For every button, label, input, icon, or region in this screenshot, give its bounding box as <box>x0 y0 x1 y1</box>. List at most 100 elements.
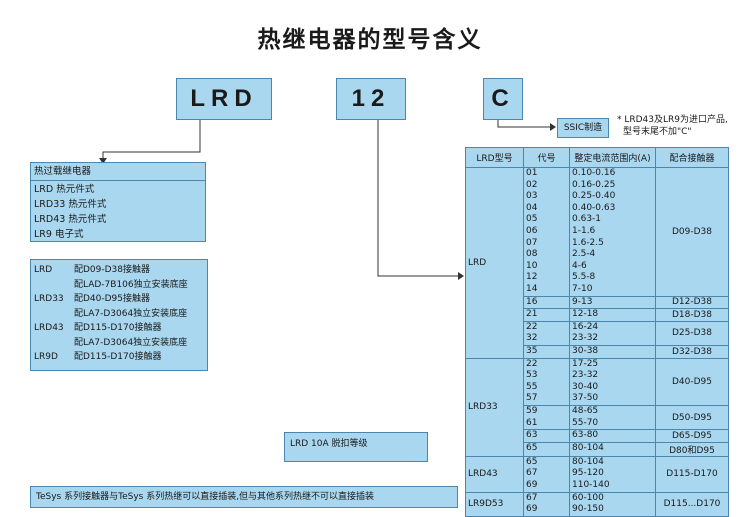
table-cell-range-value: 2.5-4 <box>572 249 596 260</box>
type-box: 热过载继电器 LRD 热元件式 LRD33 热元件式 LRD43 热元件式 LR… <box>30 162 206 242</box>
table-cell-range-value: 0.40-0.63 <box>572 202 616 213</box>
match-desc: 配D115-D170接触器 <box>74 323 162 333</box>
table-cell-code-value: 04 <box>526 202 538 213</box>
table-cell-contactor: D18-D38 <box>655 308 729 322</box>
table-cell-range-value: 1-1.6 <box>572 226 596 236</box>
table-cell-contactor: D65-D95 <box>655 429 729 443</box>
table-cell-model: LRD43 <box>465 455 524 493</box>
table-cell-contactor: D115-D170 <box>655 455 729 493</box>
table-cell-range-value: 1.6-2.5 <box>572 237 604 248</box>
table-header: 配合接触器 <box>655 147 729 168</box>
match-row: 配LA7-D3064独立安装底座 <box>34 336 204 351</box>
match-row: 配LAD-7B106独立安装底座 <box>34 278 204 293</box>
match-desc: 配LA7-D3064独立安装底座 <box>74 308 188 319</box>
table-cell-contactor: D32-D38 <box>655 344 729 359</box>
table-cell-code: 63 <box>523 429 570 443</box>
table-cell-code-value: 59 <box>526 405 538 416</box>
table-cell-contactor: D12-D38 <box>655 295 729 310</box>
table-header: LRD型号 <box>465 147 524 168</box>
table-cell-model: LR9D53 <box>465 491 524 517</box>
table-cell-contactor: D115...D170 <box>655 491 729 517</box>
type-item: LRD 热元件式 <box>34 184 95 195</box>
table-cell-range-value: 5.5-8 <box>572 272 596 283</box>
table-header-row: LRD型号 代号 整定电流范围内(A) 配合接触器 <box>465 147 729 168</box>
code-box-suffix: C <box>483 78 523 120</box>
table-cell-code-value: 61 <box>526 417 538 428</box>
table-cell-code-value: 69 <box>526 479 538 490</box>
suffix-note-line-1: * LRD43及LR9为进口产品, <box>617 115 728 125</box>
table-cell-code-value: 16 <box>526 296 538 307</box>
arrow-types <box>99 158 107 164</box>
table-cell-range-value: 16-24 <box>572 321 599 332</box>
table-cell-code-value: 69 <box>526 504 538 515</box>
table-cell-code-value: 63 <box>526 430 538 441</box>
footer-note-box: TeSys 系列接触器与TeSys 系列热继可以直接插装,但与其他系列热继不可以… <box>30 486 458 508</box>
table-cell-code: 21 <box>523 308 570 322</box>
table-cell-code-value: 06 <box>526 226 538 236</box>
table-cell-range-value: 0.63-1 <box>572 214 602 225</box>
table-cell-code-value: 21 <box>526 309 538 320</box>
code-box-series: LRD <box>176 78 272 120</box>
match-row: 配LA7-D3064独立安装底座 <box>34 307 204 322</box>
table-header: 整定电流范围内(A) <box>569 147 656 168</box>
code-suffix-text: C <box>491 85 515 112</box>
table-cell-code-value: 12 <box>526 272 538 283</box>
table-cell-range-value: 63-80 <box>572 430 599 441</box>
table-cell-range-value: 60-100 <box>572 492 604 503</box>
code-series-text: LRD <box>190 85 258 112</box>
table-cell-code-value: 57 <box>526 393 538 404</box>
table-cell-range-value: 7-10 <box>572 283 593 294</box>
code-rating-text: 12 <box>351 85 391 112</box>
table-cell-range-value: 23-32 <box>572 333 599 344</box>
match-model: LRD33 <box>34 294 64 304</box>
table-cell-contactor: D25-D38 <box>655 320 729 346</box>
match-desc: 配D40-D95接触器 <box>74 294 151 304</box>
connector-lrd-types <box>102 120 201 160</box>
table-cell-contactor: D40-D95 <box>655 357 729 406</box>
connector-rating-table <box>377 120 460 277</box>
table-header: 代号 <box>523 147 570 168</box>
table-cell-code-value: 10 <box>526 260 538 271</box>
table-cell-code-value: 67 <box>526 468 538 479</box>
table-cell-range-value: 48-65 <box>572 405 599 416</box>
table-cell-range-value: 0.25-0.40 <box>572 191 616 202</box>
table-cell-code-value: 03 <box>526 191 538 202</box>
code-box-rating: 12 <box>336 78 406 120</box>
suffix-note-line-2: 型号末尾不加"C" <box>623 127 692 137</box>
table-cell-model: LRD <box>465 167 524 359</box>
match-desc: 配D09-D38接触器 <box>74 265 151 275</box>
match-desc: 配LA7-D3064独立安装底座 <box>74 337 188 348</box>
table-cell-range-value: 80-104 <box>572 443 604 454</box>
ssic-label: SSIC制造 <box>563 122 603 133</box>
table-cell-contactor: D50-D95 <box>655 404 729 431</box>
table-cell-range-value: 17-25 <box>572 358 599 369</box>
table-cell-code-value: 53 <box>526 370 538 381</box>
ssic-box: SSIC制造 <box>557 118 609 138</box>
table-cell-range: 80-104 <box>569 441 656 457</box>
footer-note: TeSys 系列接触器与TeSys 系列热继可以直接插装,但与其他系列热继不可以… <box>36 492 375 502</box>
table-cell-range-value: 37-50 <box>572 393 599 404</box>
table-cell-code-value: 55 <box>526 381 538 392</box>
match-desc: 配D115-D170接触器 <box>74 352 162 362</box>
table-cell-code-value: 22 <box>526 358 538 369</box>
table-cell-code-value: 05 <box>526 214 538 225</box>
table-cell-range: 63-80 <box>569 429 656 443</box>
table-cell-code-value: 14 <box>526 283 538 294</box>
